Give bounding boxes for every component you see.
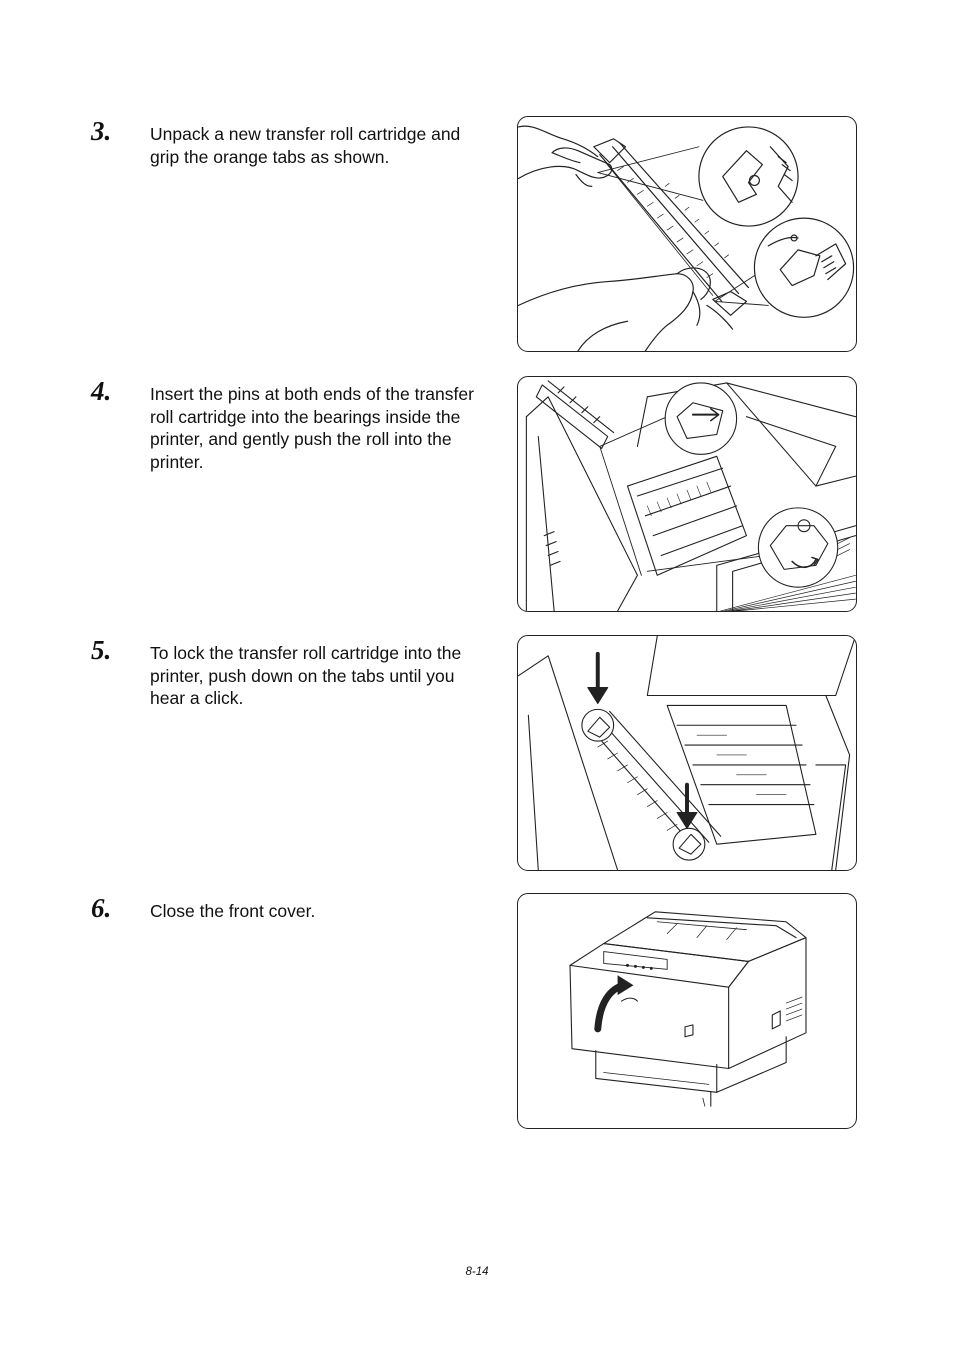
- step-5: 5. To lock the transfer roll cartridge i…: [0, 635, 954, 875]
- step-instruction: Close the front cover.: [150, 901, 316, 921]
- step-instruction: Unpack a new transfer roll cartridge and…: [150, 124, 461, 167]
- illustration-close-cover: [517, 893, 857, 1129]
- step-instruction: To lock the transfer roll cartridge into…: [150, 643, 462, 708]
- page-number: 8-14: [465, 1266, 489, 1278]
- step-3: 3. Unpack a new transfer roll cartridge …: [0, 116, 954, 356]
- illustration-grip-cartridge: [517, 116, 857, 352]
- step-instruction: Insert the pins at both ends of the tran…: [150, 384, 474, 472]
- step-number: 6.: [91, 893, 112, 923]
- illustration-lock-tabs: [517, 635, 857, 871]
- step-number: 3.: [91, 116, 112, 146]
- step-number: 4.: [91, 376, 112, 406]
- step-6: 6. Close the front cover.: [0, 893, 954, 1133]
- illustration-insert-cartridge: [517, 376, 857, 612]
- step-4: 4. Insert the pins at both ends of the t…: [0, 376, 954, 616]
- step-number: 5.: [91, 635, 112, 665]
